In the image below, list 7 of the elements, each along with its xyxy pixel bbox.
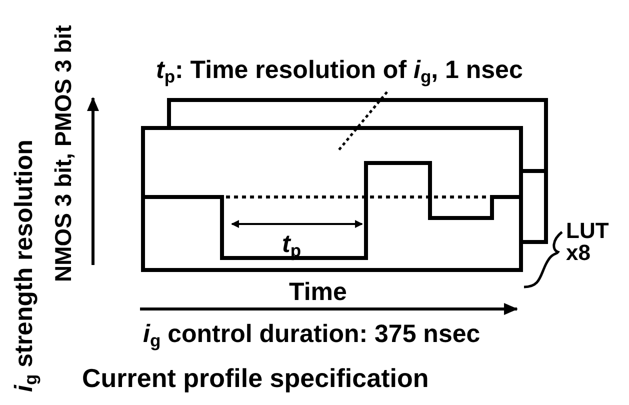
lut-label: LUT (566, 220, 609, 242)
caption: Current profile specification (82, 365, 429, 391)
leader-line (337, 91, 388, 152)
axis-label: Time (289, 280, 347, 305)
axis-label: NMOS 3 bit, PMOS 3 bit (52, 25, 75, 282)
front-lut-panel (141, 126, 523, 272)
count-label: x8 (566, 242, 590, 264)
